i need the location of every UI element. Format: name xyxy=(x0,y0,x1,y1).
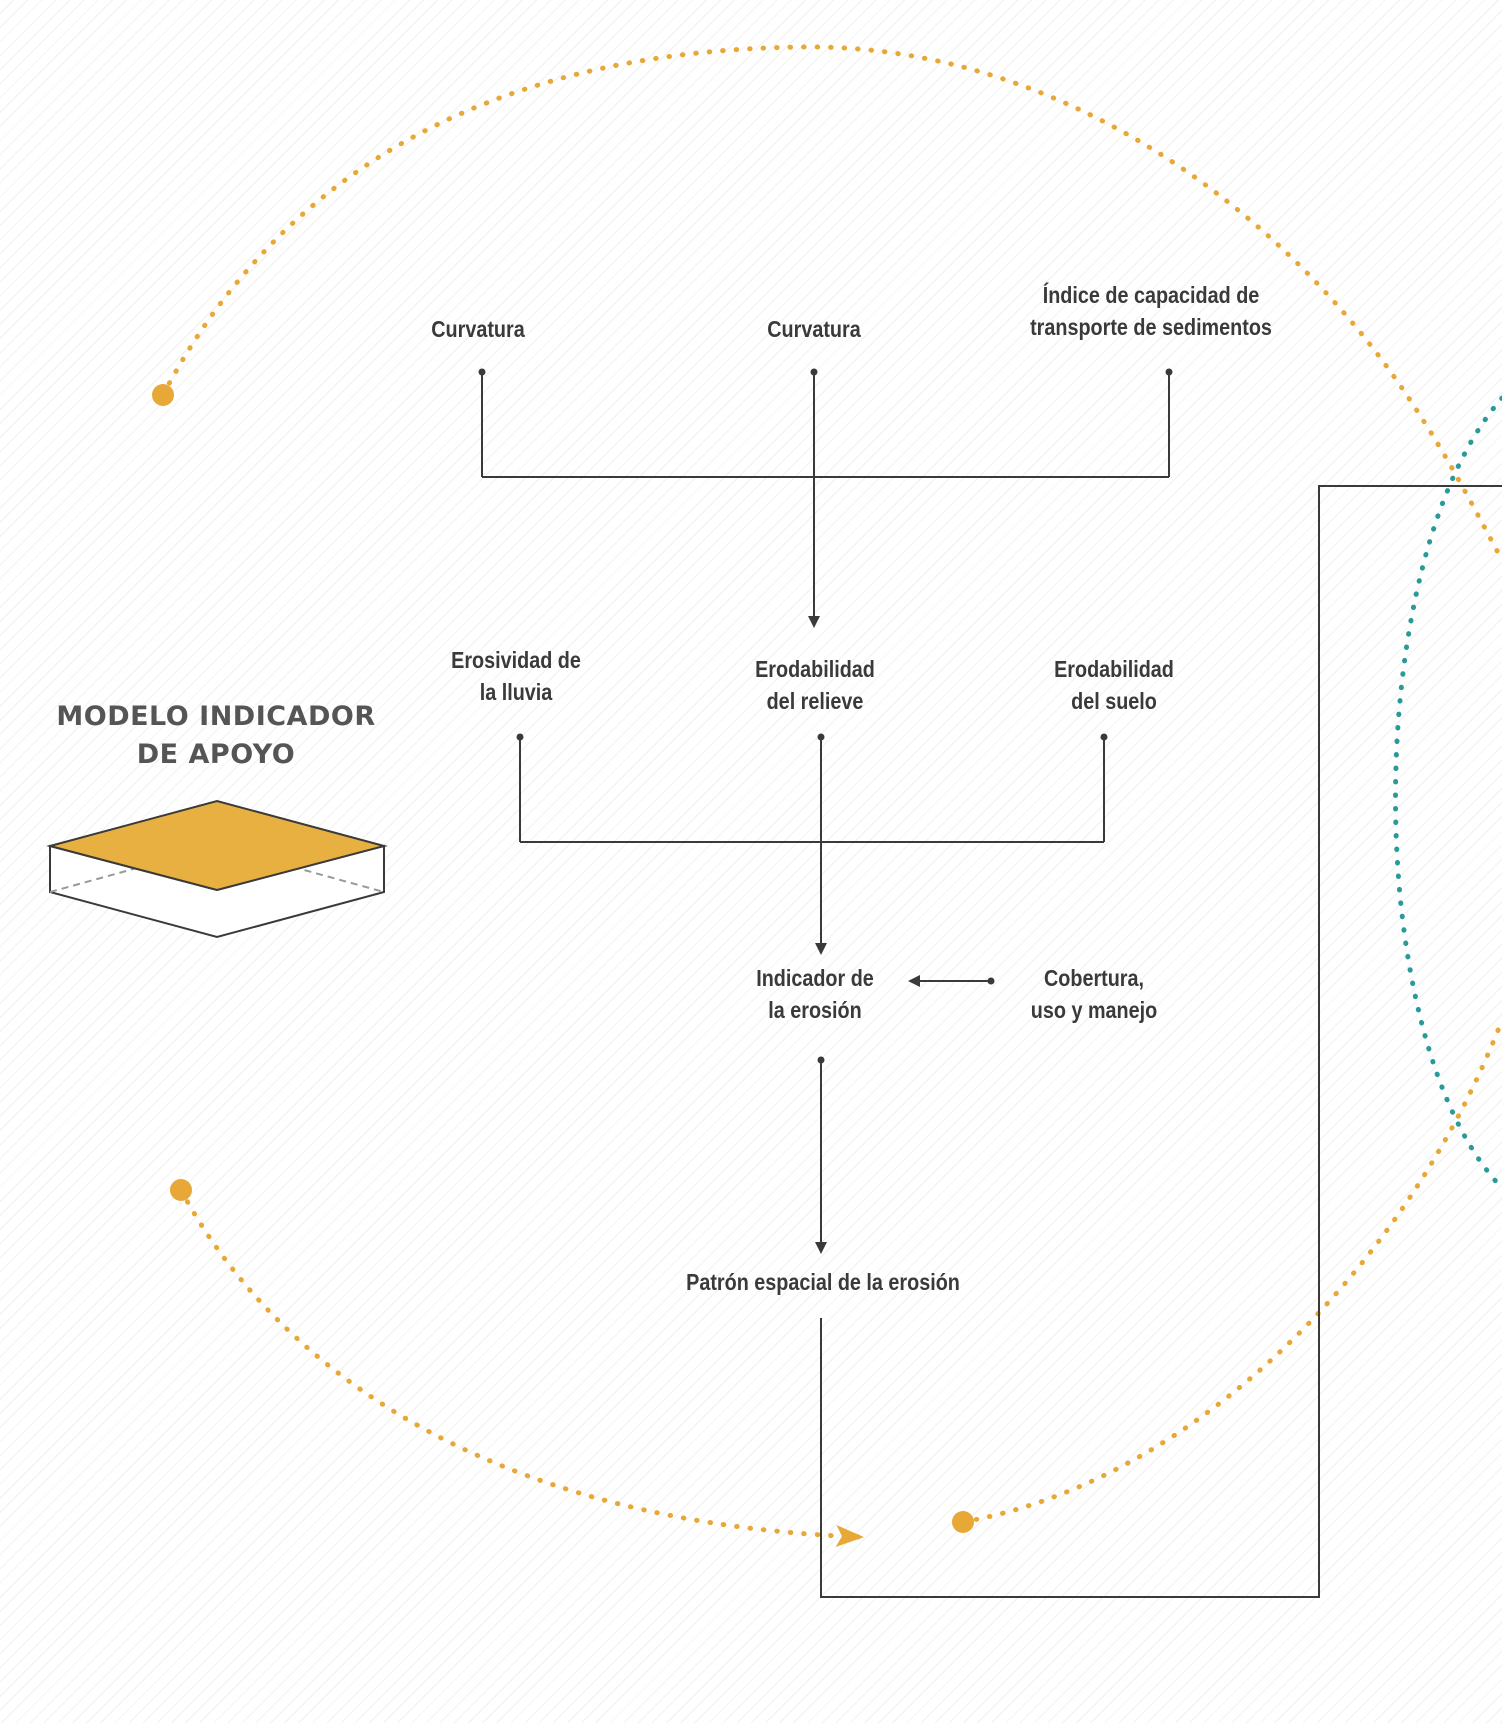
node-curvatura-1-line-1: Curvatura xyxy=(431,316,525,342)
orange-dotted-arc-lower-left xyxy=(178,1187,864,1548)
model-title-line-2: DE APOYO xyxy=(136,739,296,770)
model-title-line-1: MODELO INDICADOR xyxy=(56,701,376,732)
connector-dot-indice xyxy=(1165,368,1173,376)
node-erodabilidad-suelo: Erodabilidad del suelo xyxy=(1044,653,1183,717)
node-indice-line-2: transporte de sedimentos xyxy=(1030,314,1272,340)
node-erodabilidad-suelo-line-1: Erodabilidad xyxy=(1054,656,1174,682)
connector-dot-erodabilidad-suelo xyxy=(1100,733,1108,741)
node-indicador-line-2: la erosión xyxy=(768,997,862,1023)
node-indicador-erosion: Indicador de la erosión xyxy=(747,962,884,1026)
node-erodabilidad-suelo-line-2: del suelo xyxy=(1071,688,1157,714)
node-cobertura-line-2: uso y manejo xyxy=(1030,997,1158,1023)
node-cobertura-line-1: Cobertura, xyxy=(1043,965,1145,991)
node-curvatura-1: Curvatura xyxy=(424,313,533,345)
connector-dot-curvatura-1 xyxy=(478,368,486,376)
teal-dotted-arc xyxy=(1393,395,1502,1191)
connector-dot-indicador xyxy=(817,1056,825,1064)
node-patron-espacial-erosion: Patrón espacial de la erosión xyxy=(664,1266,982,1298)
node-erodabilidad-relieve: Erodabilidad del relieve xyxy=(745,653,884,717)
node-erodabilidad-relieve-line-1: Erodabilidad xyxy=(755,656,875,682)
node-erosividad-lluvia: Erosividad de la lluvia xyxy=(441,644,592,708)
orange-dot-bottom-left xyxy=(170,1179,192,1201)
connector-dot-erodabilidad-relieve xyxy=(817,733,825,741)
connector-dot-cobertura xyxy=(987,977,995,985)
node-indicador-line-1: Indicador de xyxy=(756,965,874,991)
feedback-frame-line xyxy=(820,485,1502,1598)
node-cobertura-uso-manejo: Cobertura, uso y manejo xyxy=(1021,962,1168,1026)
layer-box-top xyxy=(46,799,388,892)
node-erodabilidad-relieve-line-2: del relieve xyxy=(766,688,864,714)
orange-dotted-arc-lower-right xyxy=(960,1017,1502,1525)
layer-model-illustration xyxy=(46,799,388,939)
node-erosividad-line-2: la lluvia xyxy=(479,679,553,705)
node-erosividad-line-1: Erosividad de xyxy=(451,647,581,673)
model-title: MODELO INDICADOR DE APOYO xyxy=(56,698,375,774)
node-indice-line-1: Índice de capacidad de xyxy=(1042,282,1260,308)
orange-dot-top-left xyxy=(152,384,174,406)
node-patron-line-1: Patrón espacial de la erosión xyxy=(686,1269,960,1295)
connector-dot-erosividad xyxy=(516,733,524,741)
orange-dot-bottom-right xyxy=(952,1511,974,1533)
node-indice-capacidad-transporte: Índice de capacidad de transporte de sed… xyxy=(1010,279,1291,343)
node-curvatura-2-line-1: Curvatura xyxy=(767,316,861,342)
connector-dot-curvatura-2 xyxy=(810,368,818,376)
node-curvatura-2: Curvatura xyxy=(760,313,869,345)
orange-dotted-arc-top xyxy=(160,44,1502,563)
